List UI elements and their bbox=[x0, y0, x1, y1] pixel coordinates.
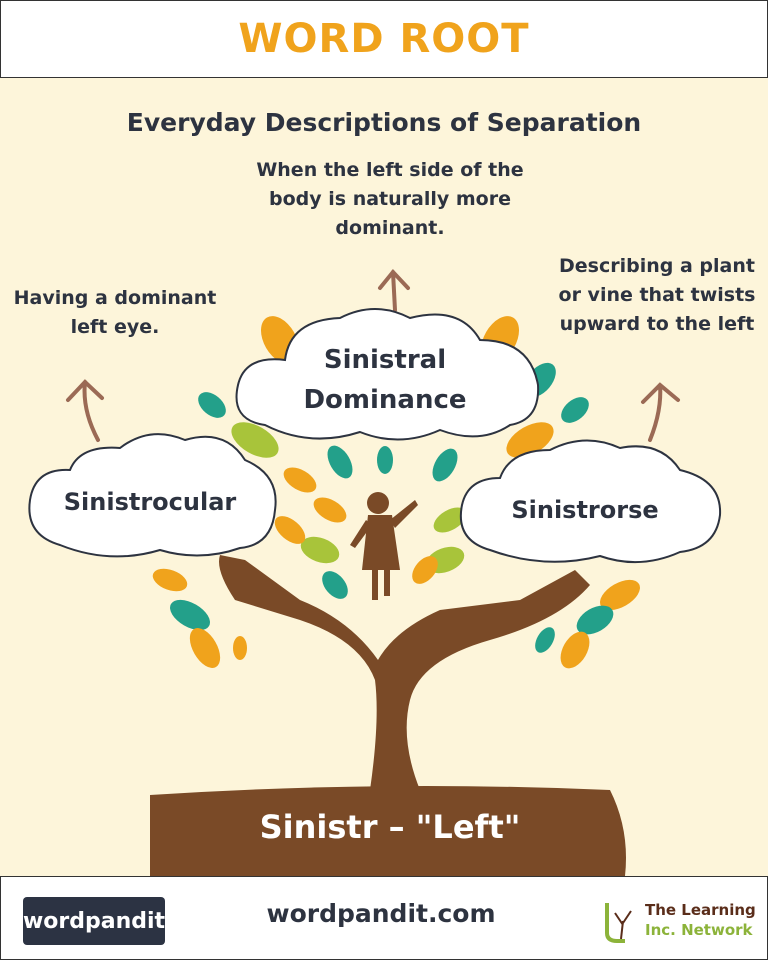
learning-inc-line2: Inc. Network bbox=[645, 921, 753, 939]
wordpandit-logo[interactable]: wordpandit bbox=[23, 897, 165, 945]
description-center: When the left side of the body is natura… bbox=[256, 159, 524, 239]
child-figure bbox=[350, 492, 418, 600]
trunk bbox=[219, 555, 590, 790]
cloud-sinistral-dominance: Sinistral Dominance bbox=[303, 345, 467, 415]
clouds bbox=[28, 308, 722, 564]
header: WORD ROOT bbox=[0, 0, 768, 78]
page-title: WORD ROOT bbox=[238, 16, 530, 62]
description-left: Having a dominant left eye. bbox=[13, 287, 217, 338]
learning-inc-line1: The Learning bbox=[645, 901, 756, 919]
footer: wordpandit wordpandit.com The Learning I… bbox=[0, 876, 768, 960]
arrows bbox=[66, 268, 680, 442]
tree-logo-icon bbox=[605, 903, 632, 943]
ground bbox=[150, 786, 626, 876]
description-right: Describing a plant or vine that twists u… bbox=[558, 255, 756, 335]
subtitle: Everyday Descriptions of Separation bbox=[126, 108, 642, 137]
root-label: Sinistr – "Left" bbox=[259, 808, 521, 846]
cloud-sinistrorse: Sinistrorse bbox=[511, 496, 659, 524]
cloud-sinistrocular: Sinistrocular bbox=[63, 488, 237, 516]
learning-inc-logo[interactable]: The Learning Inc. Network bbox=[601, 899, 761, 943]
site-link[interactable]: wordpandit.com bbox=[266, 899, 496, 928]
